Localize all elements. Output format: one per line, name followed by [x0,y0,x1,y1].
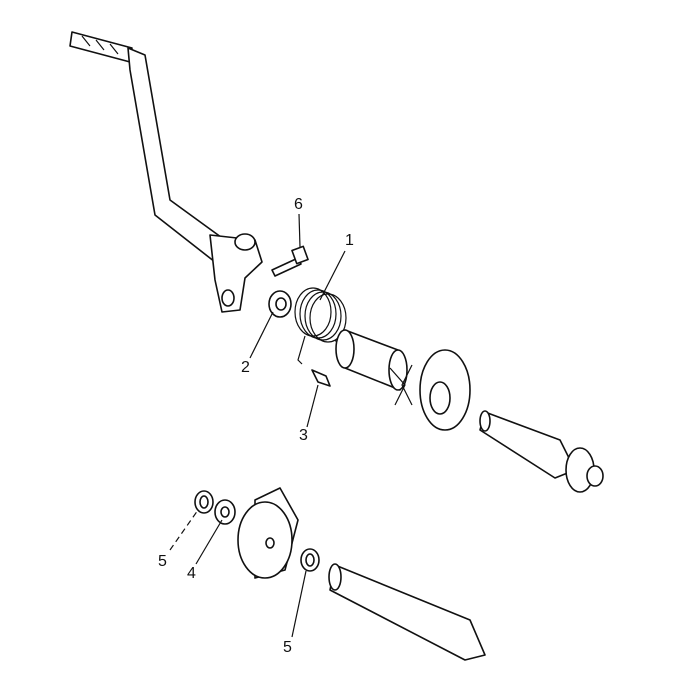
spring [294,287,347,365]
callout-4: 4 [187,565,196,582]
circlip-bottom [300,548,320,572]
callout-2: 2 [241,359,250,376]
callout-5: 5 [158,553,167,570]
sleeve [335,329,408,391]
callout-6: 6 [294,196,303,213]
idle-gear [237,487,299,579]
bolt [271,245,309,277]
nut [268,290,292,318]
callout-1: 1 [345,232,354,249]
shaft [328,563,486,661]
callout-5-bottom: 5 [283,639,292,656]
circlip-top [194,490,214,514]
washer [214,499,236,525]
kick-lever [69,31,263,313]
ratchet-gear [419,349,471,431]
leader-lines [169,213,346,638]
clip [389,364,413,406]
pin [311,369,331,387]
kick-shaft [479,410,604,493]
callout-3: 3 [299,427,308,444]
